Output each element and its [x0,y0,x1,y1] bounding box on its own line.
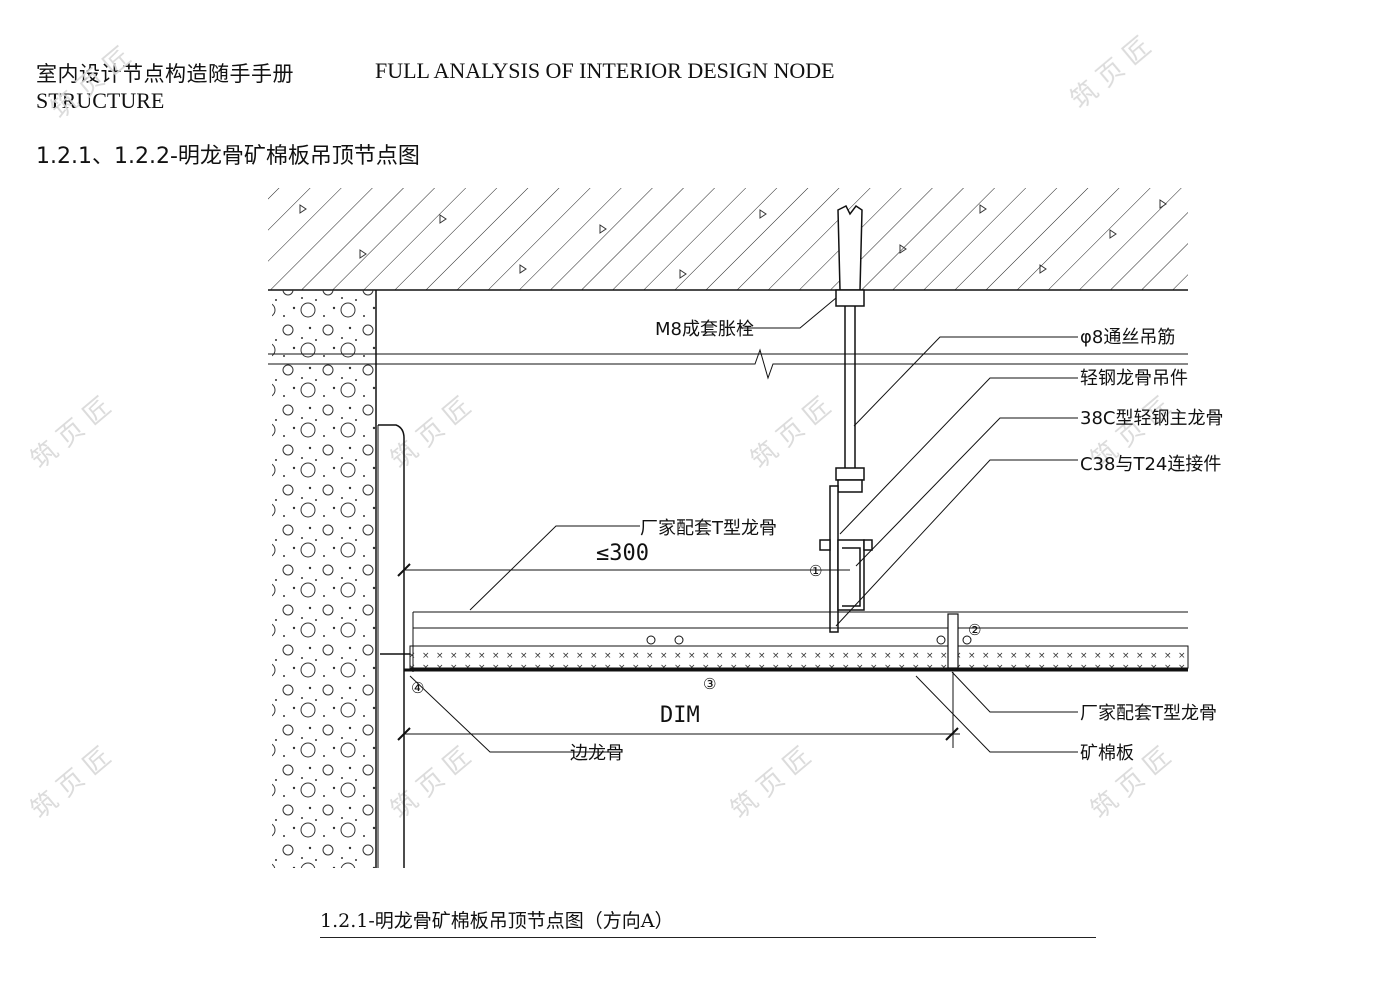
svg-text:筑 页 匠: 筑 页 匠 [25,742,117,826]
dimension-lines [397,563,960,748]
svg-text:筑 页 匠: 筑 页 匠 [385,742,477,826]
svg-text:筑 页 匠: 筑 页 匠 [25,392,117,476]
concrete-slab [268,188,1188,291]
manual-title-en: FULL ANALYSIS OF INTERIOR DESIGN NODE [375,58,835,83]
label-edge-trim: 边龙骨 [570,743,624,764]
manual-title-en-line2: STRUCTURE [36,88,165,113]
label-mineral-board: 矿棉板 [1080,743,1134,764]
svg-text:筑 页 匠: 筑 页 匠 [745,392,837,476]
svg-text:筑 页 匠: 筑 页 匠 [1065,32,1157,116]
watermark: 筑 页 匠 筑 页 匠 筑 页 匠 筑 页 匠 筑 页 匠 筑 页 匠 筑 页 … [25,32,1177,826]
label-t-runner-top: 厂家配套T型龙骨 [640,518,777,539]
label-expansion-bolt: M8成套胀栓 [655,319,754,340]
hanger-assembly [819,204,873,633]
dimension-max-spacing: ≤300 [596,541,649,566]
section-title: 1.2.1、1.2.2-明龙骨矿棉板吊顶节点图 [36,144,420,169]
label-main-runner: 38C型轻钢主龙骨 [1080,408,1223,429]
svg-text:筑 页 匠: 筑 页 匠 [45,42,137,126]
label-connector: C38与T24连接件 [1080,454,1221,475]
marker-2: ② [968,621,981,639]
marker-3: ③ [703,675,716,693]
manual-title-cn: 室内设计节点构造随手手册 [36,62,294,86]
marker-1: ① [809,562,822,580]
leader-lines [409,297,1078,753]
ceiling-system [380,611,1189,672]
concrete-wall [272,290,405,868]
svg-text:筑 页 匠: 筑 页 匠 [725,742,817,826]
dimension-dim: DIM [660,703,700,728]
label-t-runner-bottom: 厂家配套T型龙骨 [1080,703,1217,724]
break-line [268,348,1188,380]
label-hanger-rod: φ8通丝吊筋 [1080,327,1175,348]
marker-4: ④ [411,679,424,697]
svg-text:筑 页 匠: 筑 页 匠 [385,392,477,476]
label-hanger-clip: 轻钢龙骨吊件 [1080,368,1188,389]
drawing-caption: 1.2.1-明龙骨矿棉板吊顶节点图（方向A） [320,906,1096,938]
